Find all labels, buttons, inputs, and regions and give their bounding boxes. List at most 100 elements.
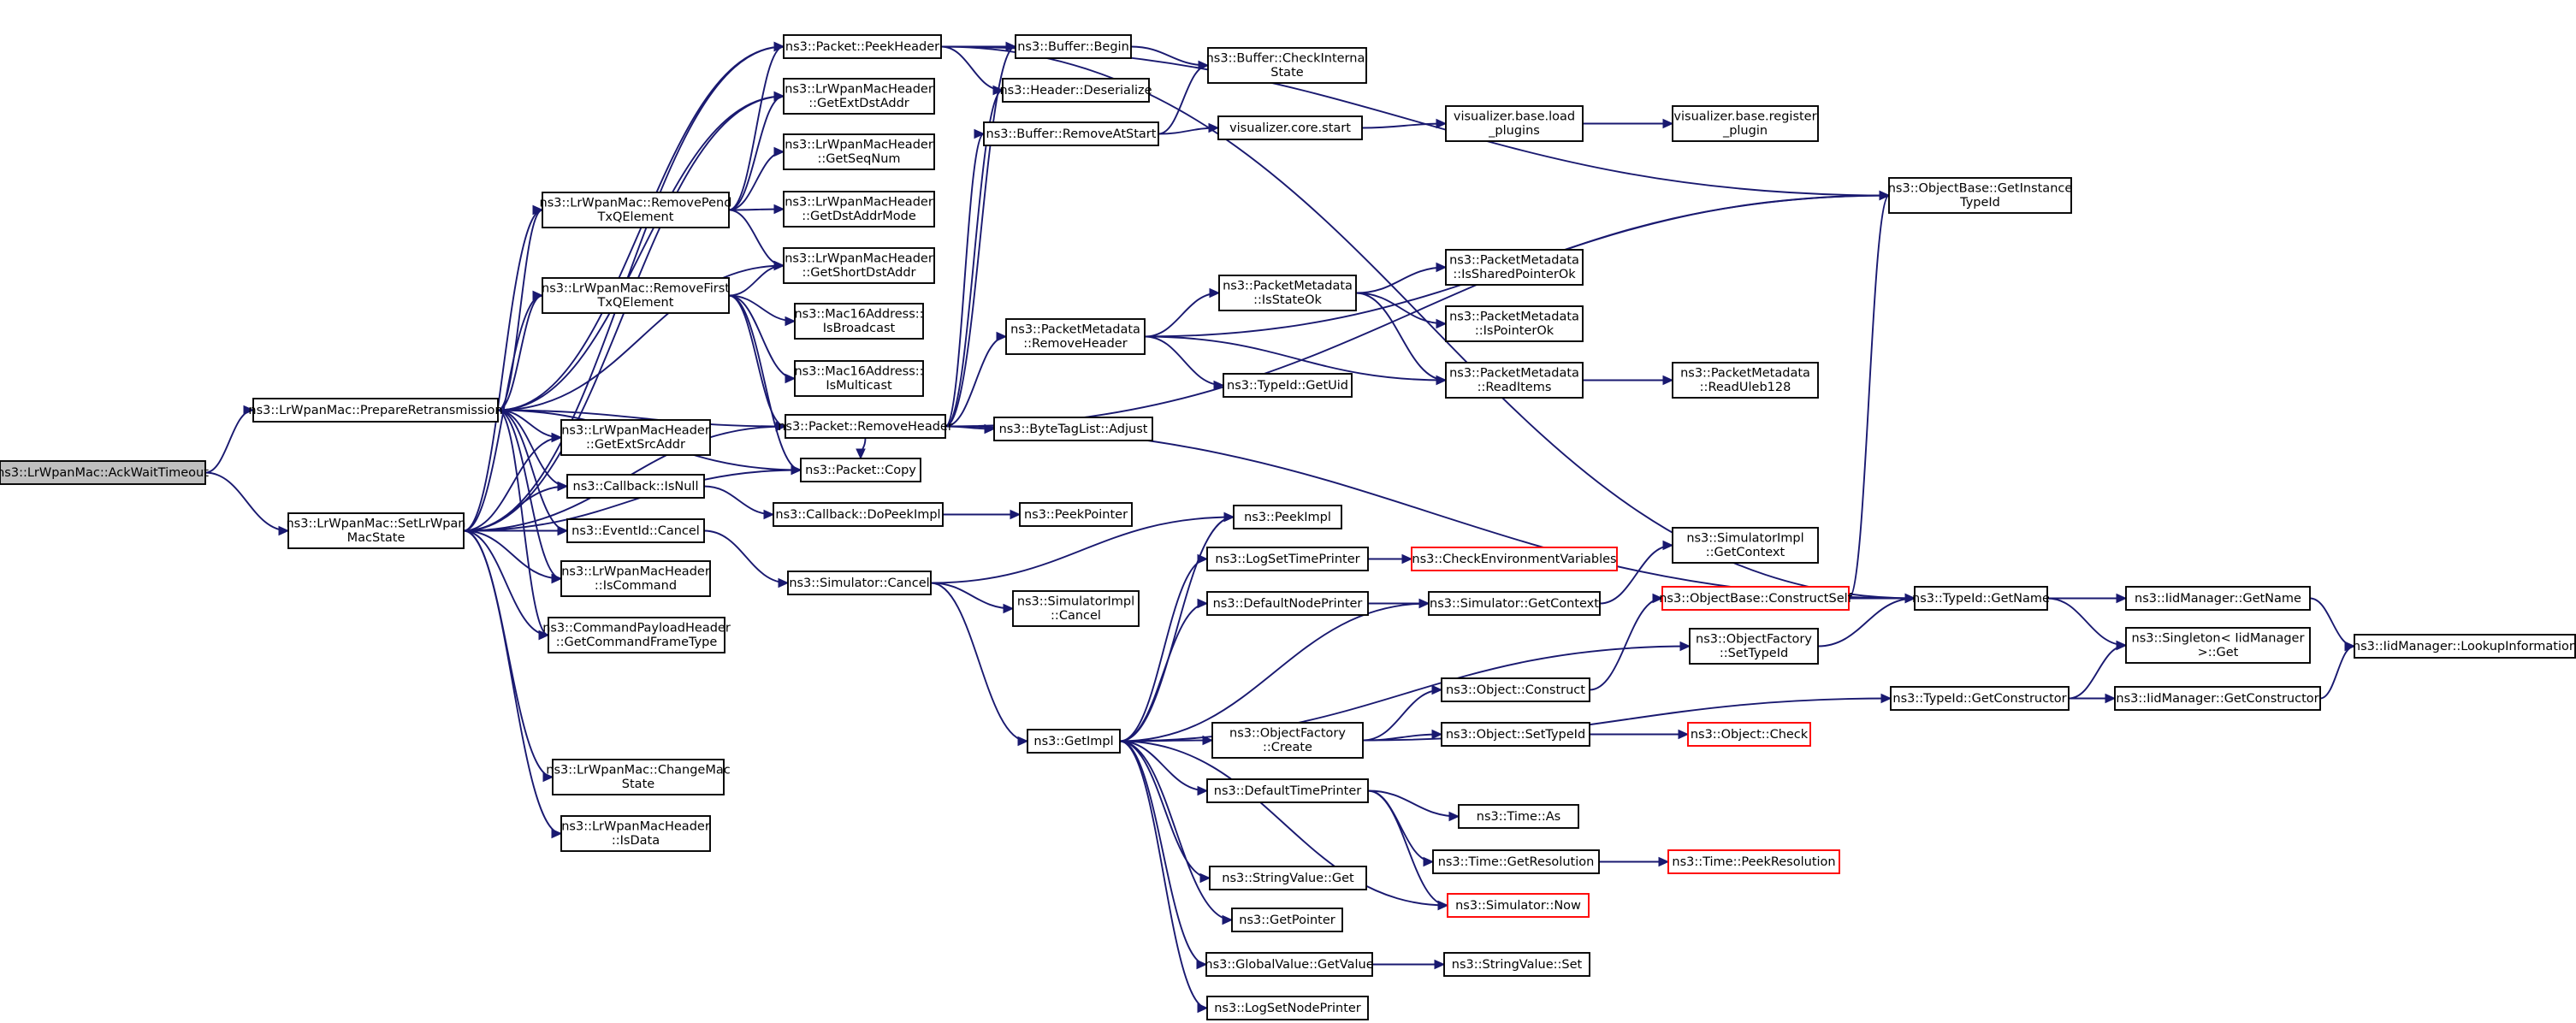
node-log-set-time-printer[interactable]: ns3::LogSetTimePrinter xyxy=(1206,547,1369,571)
node-peek-header[interactable]: ns3::Packet::PeekHeader xyxy=(783,34,942,59)
node-global-value-get-value[interactable]: ns3::GlobalValue::GetValue xyxy=(1205,952,1374,977)
node-object-factory-create[interactable]: ns3::ObjectFactory::Create xyxy=(1211,722,1364,759)
node-is-state-ok[interactable]: ns3::PacketMetadata::IsStateOk xyxy=(1218,275,1357,311)
edge-line xyxy=(463,294,543,532)
edge-set-lr-wpan-mac-state-to-is-data xyxy=(463,529,563,839)
node-label: ns3::LogSetTimePrinter xyxy=(1215,553,1359,566)
node-is-pointer-ok[interactable]: ns3::PacketMetadata::IsPointerOk xyxy=(1445,305,1584,342)
node-peek-pointer[interactable]: ns3::PeekPointer xyxy=(1019,502,1133,527)
node-packet-copy[interactable]: ns3::Packet::Copy xyxy=(800,458,921,482)
edge-arrowhead xyxy=(1197,598,1209,609)
edge-arrowhead xyxy=(1198,60,1210,71)
node-check-environment-variables[interactable]: ns3::CheckEnvironmentVariables xyxy=(1411,547,1618,571)
node-get-ext-dst-addr[interactable]: ns3::LrWpanMacHeader::GetExtDstAddr xyxy=(783,78,935,115)
node-visualizer-core-start[interactable]: visualizer.core.start xyxy=(1217,115,1363,140)
node-time-peek-resolution[interactable]: ns3::Time::PeekResolution xyxy=(1667,849,1840,874)
edge-object-factory-set-type-id-to-type-id-get-name xyxy=(1817,593,1916,648)
edge-arrowhead xyxy=(1658,856,1670,867)
node-object-base-construct-self[interactable]: ns3::ObjectBase::ConstructSelf xyxy=(1659,586,1853,611)
node-is-shared-pointer-ok[interactable]: ns3::PacketMetadata::IsSharedPointerOk xyxy=(1445,249,1584,286)
node-label: ns3::IidManager::LookupInformation xyxy=(2353,640,2576,653)
edge-buffer-begin-to-buffer-check-internal-state xyxy=(1130,45,1210,71)
node-get-seq-num[interactable]: ns3::LrWpanMacHeader::GetSeqNum xyxy=(783,133,935,170)
node-visualizer-base-load-plugins[interactable]: visualizer.base.load_plugins xyxy=(1445,105,1584,142)
node-buffer-begin[interactable]: ns3::Buffer::Begin xyxy=(1015,34,1132,59)
node-type-id-get-name[interactable]: ns3::TypeId::GetName xyxy=(1912,586,2050,611)
node-prepare-retransmission[interactable]: ns3::LrWpanMac::PrepareRetransmission xyxy=(248,398,503,423)
node-iid-manager-get-constructor[interactable]: ns3::IidManager::GetConstructor xyxy=(2114,686,2321,711)
node-label: ns3::LrWpanMacHeader xyxy=(561,565,710,579)
node-type-id-get-uid[interactable]: ns3::TypeId::GetUid xyxy=(1223,373,1353,398)
edge-remove-pend-tx-qelement-to-get-short-dst-addr xyxy=(728,209,785,271)
node-box xyxy=(1027,729,1121,754)
node-singleton-get[interactable]: ns3::Singleton< IidManager >::Get xyxy=(2125,627,2311,664)
node-string-value-get[interactable]: ns3::StringValue::Get xyxy=(1209,866,1367,890)
node-box xyxy=(1672,527,1819,564)
node-default-time-printer[interactable]: ns3::DefaultTimePrinter xyxy=(1206,778,1369,803)
node-label: TxQElement xyxy=(597,296,674,310)
node-get-command-frame-type[interactable]: ns3::CommandPayloadHeader::GetCommandFra… xyxy=(542,617,731,653)
node-string-value-set[interactable]: ns3::StringValue::Set xyxy=(1443,952,1590,977)
node-log-set-node-printer[interactable]: ns3::LogSetNodePrinter xyxy=(1206,996,1369,1020)
node-iid-manager-lookup-information[interactable]: ns3::IidManager::LookupInformation xyxy=(2353,634,2576,659)
node-box xyxy=(1211,722,1364,759)
node-packet-remove-header[interactable]: ns3::Packet::RemoveHeader xyxy=(778,414,953,439)
node-get-ext-src-addr[interactable]: ns3::LrWpanMacHeader::GetExtSrcAddr xyxy=(560,419,711,456)
node-read-items[interactable]: ns3::PacketMetadata::ReadItems xyxy=(1445,362,1584,399)
node-read-uleb128[interactable]: ns3::PacketMetadata::ReadUleb128 xyxy=(1672,362,1819,399)
node-get-impl[interactable]: ns3::GetImpl xyxy=(1027,729,1121,754)
node-simulator-cancel[interactable]: ns3::Simulator::Cancel xyxy=(787,571,932,595)
edge-arrowhead xyxy=(1202,735,1214,746)
node-is-broadcast[interactable]: ns3::Mac16Address::IsBroadcast xyxy=(794,303,924,340)
node-iid-manager-get-name[interactable]: ns3::IidManager::GetName xyxy=(2125,586,2311,611)
node-label: ns3::PeekPointer xyxy=(1024,508,1128,522)
node-object-construct[interactable]: ns3::Object::Construct xyxy=(1441,677,1590,702)
node-object-factory-set-type-id[interactable]: ns3::ObjectFactory::SetTypeId xyxy=(1689,628,1819,665)
node-time-get-resolution[interactable]: ns3::Time::GetResolution xyxy=(1432,849,1600,874)
node-get-pointer[interactable]: ns3::GetPointer xyxy=(1231,908,1343,932)
node-box xyxy=(794,303,924,340)
edge-arrowhead xyxy=(551,573,563,584)
node-byte-tag-list-adjust[interactable]: ns3::ByteTagList::Adjust xyxy=(993,417,1153,441)
edge-arrowhead xyxy=(2116,640,2128,651)
node-get-dst-addr-mode[interactable]: ns3::LrWpanMacHeader::GetDstAddrMode xyxy=(783,191,935,228)
edge-type-id-get-name-to-iid-manager-get-name xyxy=(2047,593,2128,604)
node-box xyxy=(1019,502,1133,527)
node-callback-do-peek-impl[interactable]: ns3::Callback::DoPeekImpl xyxy=(773,502,944,527)
node-simulator-impl-get-context[interactable]: ns3::SimulatorImpl::GetContext xyxy=(1672,527,1819,564)
edge-callback-do-peek-impl-to-peek-pointer xyxy=(943,509,1022,520)
node-callback-is-null[interactable]: ns3::Callback::IsNull xyxy=(566,474,705,499)
edge-arrowhead xyxy=(778,577,790,588)
node-buffer-remove-at-start[interactable]: ns3::Buffer::RemoveAtStart xyxy=(983,121,1159,146)
node-is-data[interactable]: ns3::LrWpanMacHeader::IsData xyxy=(560,815,711,852)
node-simulator-get-context[interactable]: ns3::Simulator::GetContext xyxy=(1428,591,1601,616)
node-header-deserialize[interactable]: ns3::Header::Deserialize xyxy=(999,78,1152,103)
node-peek-impl[interactable]: ns3::PeekImpl xyxy=(1233,505,1342,529)
node-label: IsMulticast xyxy=(826,379,892,393)
node-simulator-now[interactable]: ns3::Simulator::Now xyxy=(1447,893,1590,918)
node-label: _plugins xyxy=(1488,124,1540,138)
node-get-short-dst-addr[interactable]: ns3::LrWpanMacHeader::GetShortDstAddr xyxy=(783,247,935,284)
node-time-as[interactable]: ns3::Time::As xyxy=(1458,804,1579,829)
node-simulator-impl-cancel[interactable]: ns3::SimulatorImpl::Cancel xyxy=(1012,590,1140,627)
node-is-multicast[interactable]: ns3::Mac16Address::IsMulticast xyxy=(794,360,924,397)
node-box xyxy=(2114,686,2321,711)
node-event-id-cancel[interactable]: ns3::EventId::Cancel xyxy=(566,518,705,543)
node-object-check[interactable]: ns3::Object::Check xyxy=(1687,722,1811,747)
node-label: ns3::LrWpanMac::RemoveFirst xyxy=(542,282,730,296)
node-packet-metadata-remove-header[interactable]: ns3::PacketMetadata::RemoveHeader xyxy=(1005,318,1146,355)
node-type-id-get-constructor[interactable]: ns3::TypeId::GetConstructor xyxy=(1890,686,2070,711)
node-label: ::ReadUleb128 xyxy=(1700,381,1791,394)
node-default-node-printer[interactable]: ns3::DefaultNodePrinter xyxy=(1206,591,1369,616)
node-object-set-type-id[interactable]: ns3::Object::SetTypeId xyxy=(1441,722,1590,747)
node-visualizer-base-register-plugin[interactable]: visualizer.base.register_plugin xyxy=(1672,105,1819,142)
node-box xyxy=(560,815,711,852)
node-ack-wait-timeout[interactable]: ns3::LrWpanMac::AckWaitTimeout xyxy=(0,460,209,485)
node-is-command[interactable]: ns3::LrWpanMacHeader::IsCommand xyxy=(560,560,711,597)
